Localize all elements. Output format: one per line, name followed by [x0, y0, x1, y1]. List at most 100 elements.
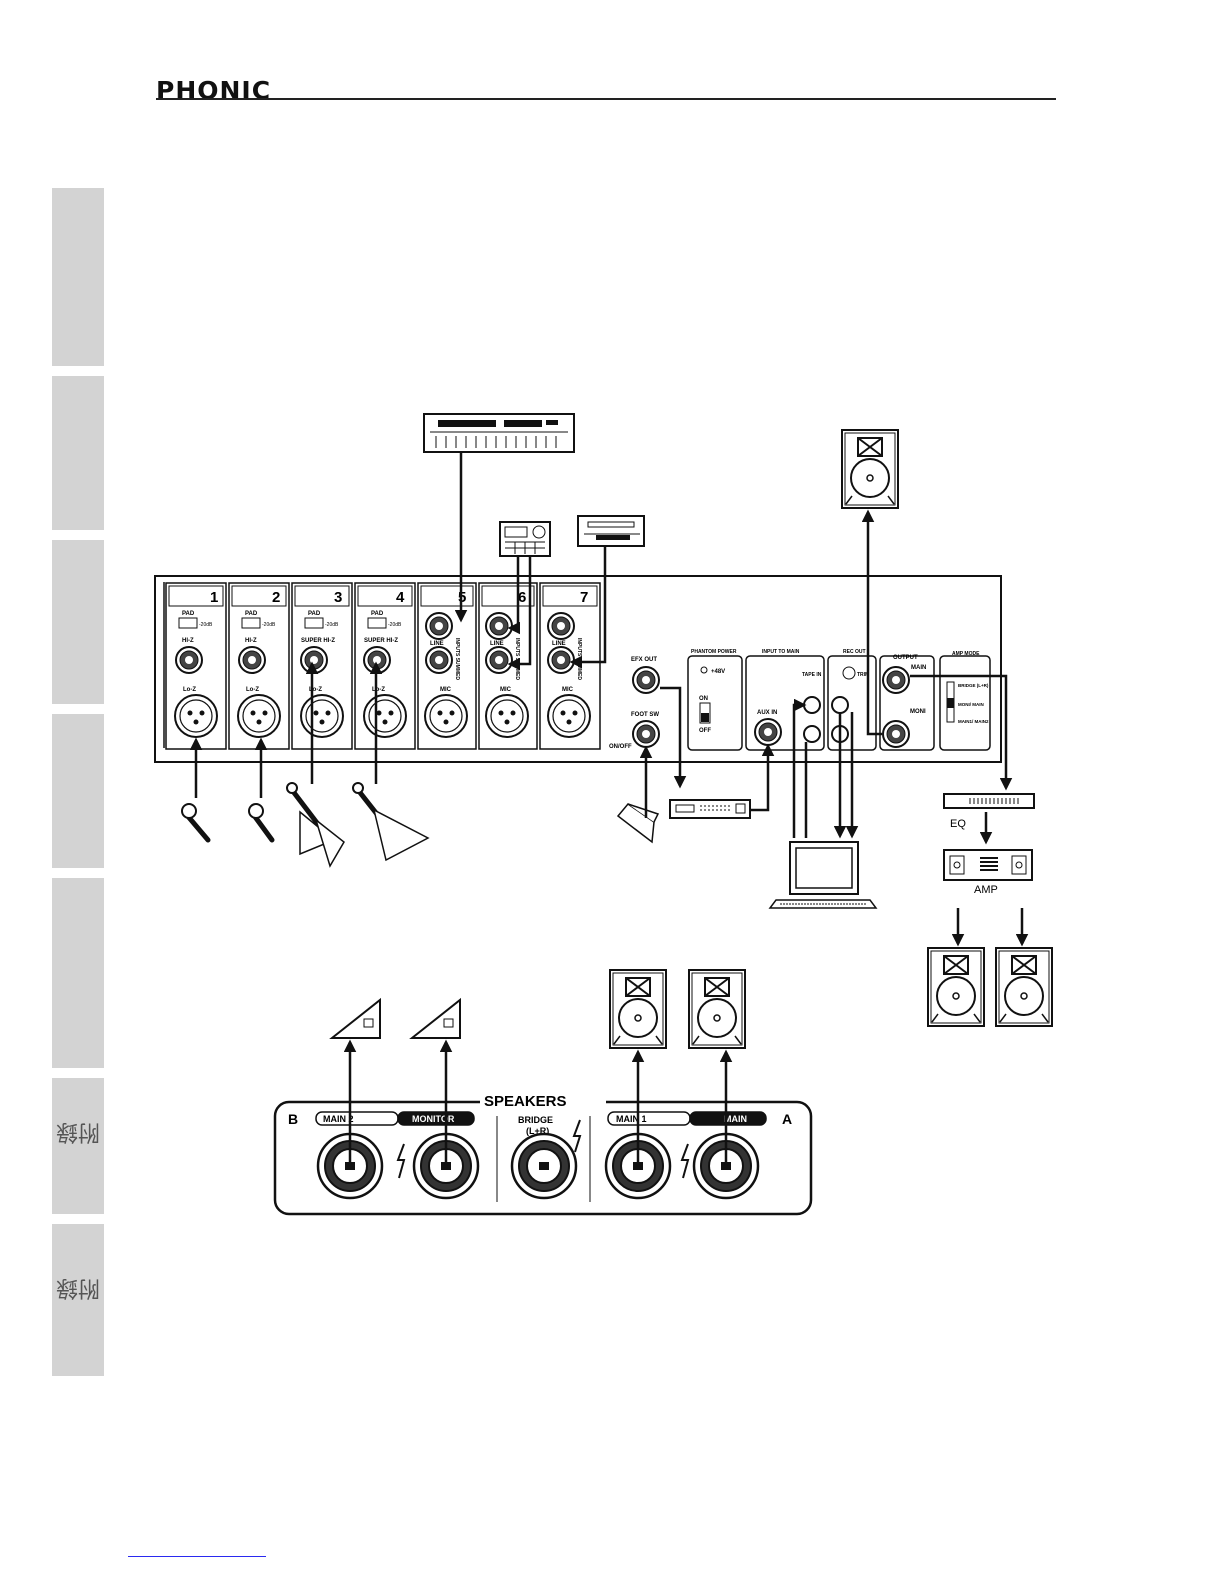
bridge-lr-label: (L+R)	[526, 1126, 549, 1136]
eq-icon	[943, 793, 1035, 809]
efx-out-jack[interactable]	[632, 666, 660, 694]
channel-4-number: 4	[396, 589, 405, 606]
main-speaker-left	[609, 969, 667, 1049]
ch5-mic-label: MIC	[440, 687, 452, 693]
channel-1-number: 1	[210, 589, 218, 606]
ch5-summed-label: INPUTS SUMMED	[454, 638, 460, 680]
ch4-loz-label: Lo-Z	[372, 687, 385, 693]
ch3-pad-db: -20dB	[325, 622, 339, 628]
ch6-xlr-input[interactable]	[485, 694, 529, 738]
ch2-xlr-input[interactable]	[237, 694, 281, 738]
monitor-wedge-right	[409, 997, 461, 1039]
ch6-summed-label: INPUTS SUMMED	[514, 638, 520, 680]
side-tab-4[interactable]	[52, 714, 104, 868]
ch7-jack-bottom[interactable]	[547, 646, 575, 674]
side-tab-3[interactable]	[52, 540, 104, 704]
ch3-hiz-label: SUPER HI-Z	[301, 638, 335, 644]
foot-sw-label: FOOT SW	[631, 712, 659, 718]
ch3-loz-label: Lo-Z	[309, 687, 322, 693]
ch5-jack-bottom[interactable]	[425, 646, 453, 674]
amp-mode-main1-main2: MAIN1/ MAIN2	[958, 719, 989, 724]
ch2-loz-label: Lo-Z	[246, 687, 259, 693]
microphone-icon-1	[181, 803, 211, 843]
ch6-line-label: LINE	[490, 641, 504, 647]
speaker-b-label: B	[288, 1111, 298, 1127]
main-label: MAIN	[724, 1114, 747, 1124]
ch4-pad-label: PAD	[371, 611, 384, 617]
ch3-hiz-jack[interactable]	[300, 646, 328, 674]
ch4-hiz-label: SUPER HI-Z	[364, 638, 398, 644]
side-tab-5[interactable]	[52, 878, 104, 1068]
ch5-jack-top[interactable]	[425, 612, 453, 640]
monitor-label-box	[397, 1111, 475, 1126]
microphone-icon-2	[248, 803, 275, 843]
ch6-jack-top[interactable]	[485, 612, 513, 640]
ch7-xlr-input[interactable]	[547, 694, 591, 738]
ch3-pad-label: PAD	[308, 611, 321, 617]
output-main-label: MAIN	[911, 665, 926, 671]
aux-in-label: AUX IN	[757, 710, 777, 716]
speaker-connection-lines	[343, 1039, 733, 1166]
rec-out-label: REC OUT	[843, 649, 866, 655]
keyboard-icon	[423, 413, 575, 453]
channel-7-number: 7	[580, 589, 588, 606]
footer-link[interactable]	[128, 1556, 266, 1557]
ch4-xlr-input[interactable]	[363, 694, 407, 738]
side-tab-6[interactable]: 附錄	[52, 1078, 104, 1214]
ch3-xlr-input[interactable]	[300, 694, 344, 738]
phantom-switch-toggle	[701, 713, 709, 722]
ch7-mic-label: MIC	[562, 687, 574, 693]
ch5-xlr-input[interactable]	[424, 694, 468, 738]
ch1-loz-label: Lo-Z	[183, 687, 196, 693]
guitar-icon-1	[286, 782, 345, 868]
input-to-main-box	[745, 655, 825, 751]
ch2-hiz-label: HI-Z	[245, 638, 257, 644]
side-tab-2[interactable]	[52, 376, 104, 530]
drum-machine-icon	[499, 521, 551, 557]
phantom-off-label: OFF	[699, 728, 711, 734]
speaker-out-bridge-jack[interactable]	[510, 1132, 578, 1200]
amp-mode-switch-toggle	[947, 698, 954, 708]
side-tab-1[interactable]	[52, 188, 104, 366]
tape-in-label: TAPE IN	[802, 672, 822, 678]
monitor-label: MONITOR	[412, 1114, 455, 1124]
channel-2-number: 2	[272, 589, 280, 606]
main2-label: MAIN 2	[323, 1114, 354, 1124]
pad-switches	[178, 617, 387, 629]
header-rule	[156, 98, 1056, 100]
foot-sw-jack[interactable]	[632, 720, 660, 748]
output-box	[879, 655, 935, 751]
amp-mode-bridge: BRIDGE (L+R)	[958, 683, 989, 688]
ch2-hiz-jack[interactable]	[238, 646, 266, 674]
input-to-main-label: INPUT TO MAIN	[762, 649, 800, 655]
efx-out-label: EFX OUT	[631, 657, 657, 663]
rec-out-l-jack[interactable]	[831, 696, 849, 714]
shock-warning-icon-3	[680, 1143, 690, 1179]
tape-in-r-jack[interactable]	[803, 725, 821, 743]
output-main-jack[interactable]	[882, 666, 910, 694]
shock-warning-icon-2	[572, 1119, 582, 1153]
ch7-jack-top[interactable]	[547, 612, 575, 640]
ch1-pad-label: PAD	[182, 611, 195, 617]
output-moni-jack[interactable]	[882, 720, 910, 748]
amp-label: AMP	[974, 884, 998, 896]
ch1-pad-db: -20dB	[199, 622, 213, 628]
speaker-a-label: A	[782, 1111, 792, 1127]
tape-in-l-jack[interactable]	[803, 696, 821, 714]
phantom-label: PHANTOM POWER	[691, 649, 737, 655]
ch1-xlr-input[interactable]	[174, 694, 218, 738]
laptop-icon	[768, 841, 878, 909]
trim-knob[interactable]	[842, 666, 856, 680]
channel-6-number: 6	[518, 589, 526, 606]
phantom-on-label: ON	[699, 696, 708, 702]
side-tab-7[interactable]: 附錄	[52, 1224, 104, 1376]
ch6-jack-bottom[interactable]	[485, 646, 513, 674]
ch1-hiz-jack[interactable]	[175, 646, 203, 674]
pa-speaker-left	[927, 947, 985, 1027]
aux-in-jack[interactable]	[754, 718, 782, 746]
main-speaker-right	[688, 969, 746, 1049]
amp-mode-box	[939, 655, 991, 751]
ch5-line-label: LINE	[430, 641, 444, 647]
eq-label: EQ	[950, 818, 966, 830]
trim-label: TRIM	[857, 672, 869, 678]
